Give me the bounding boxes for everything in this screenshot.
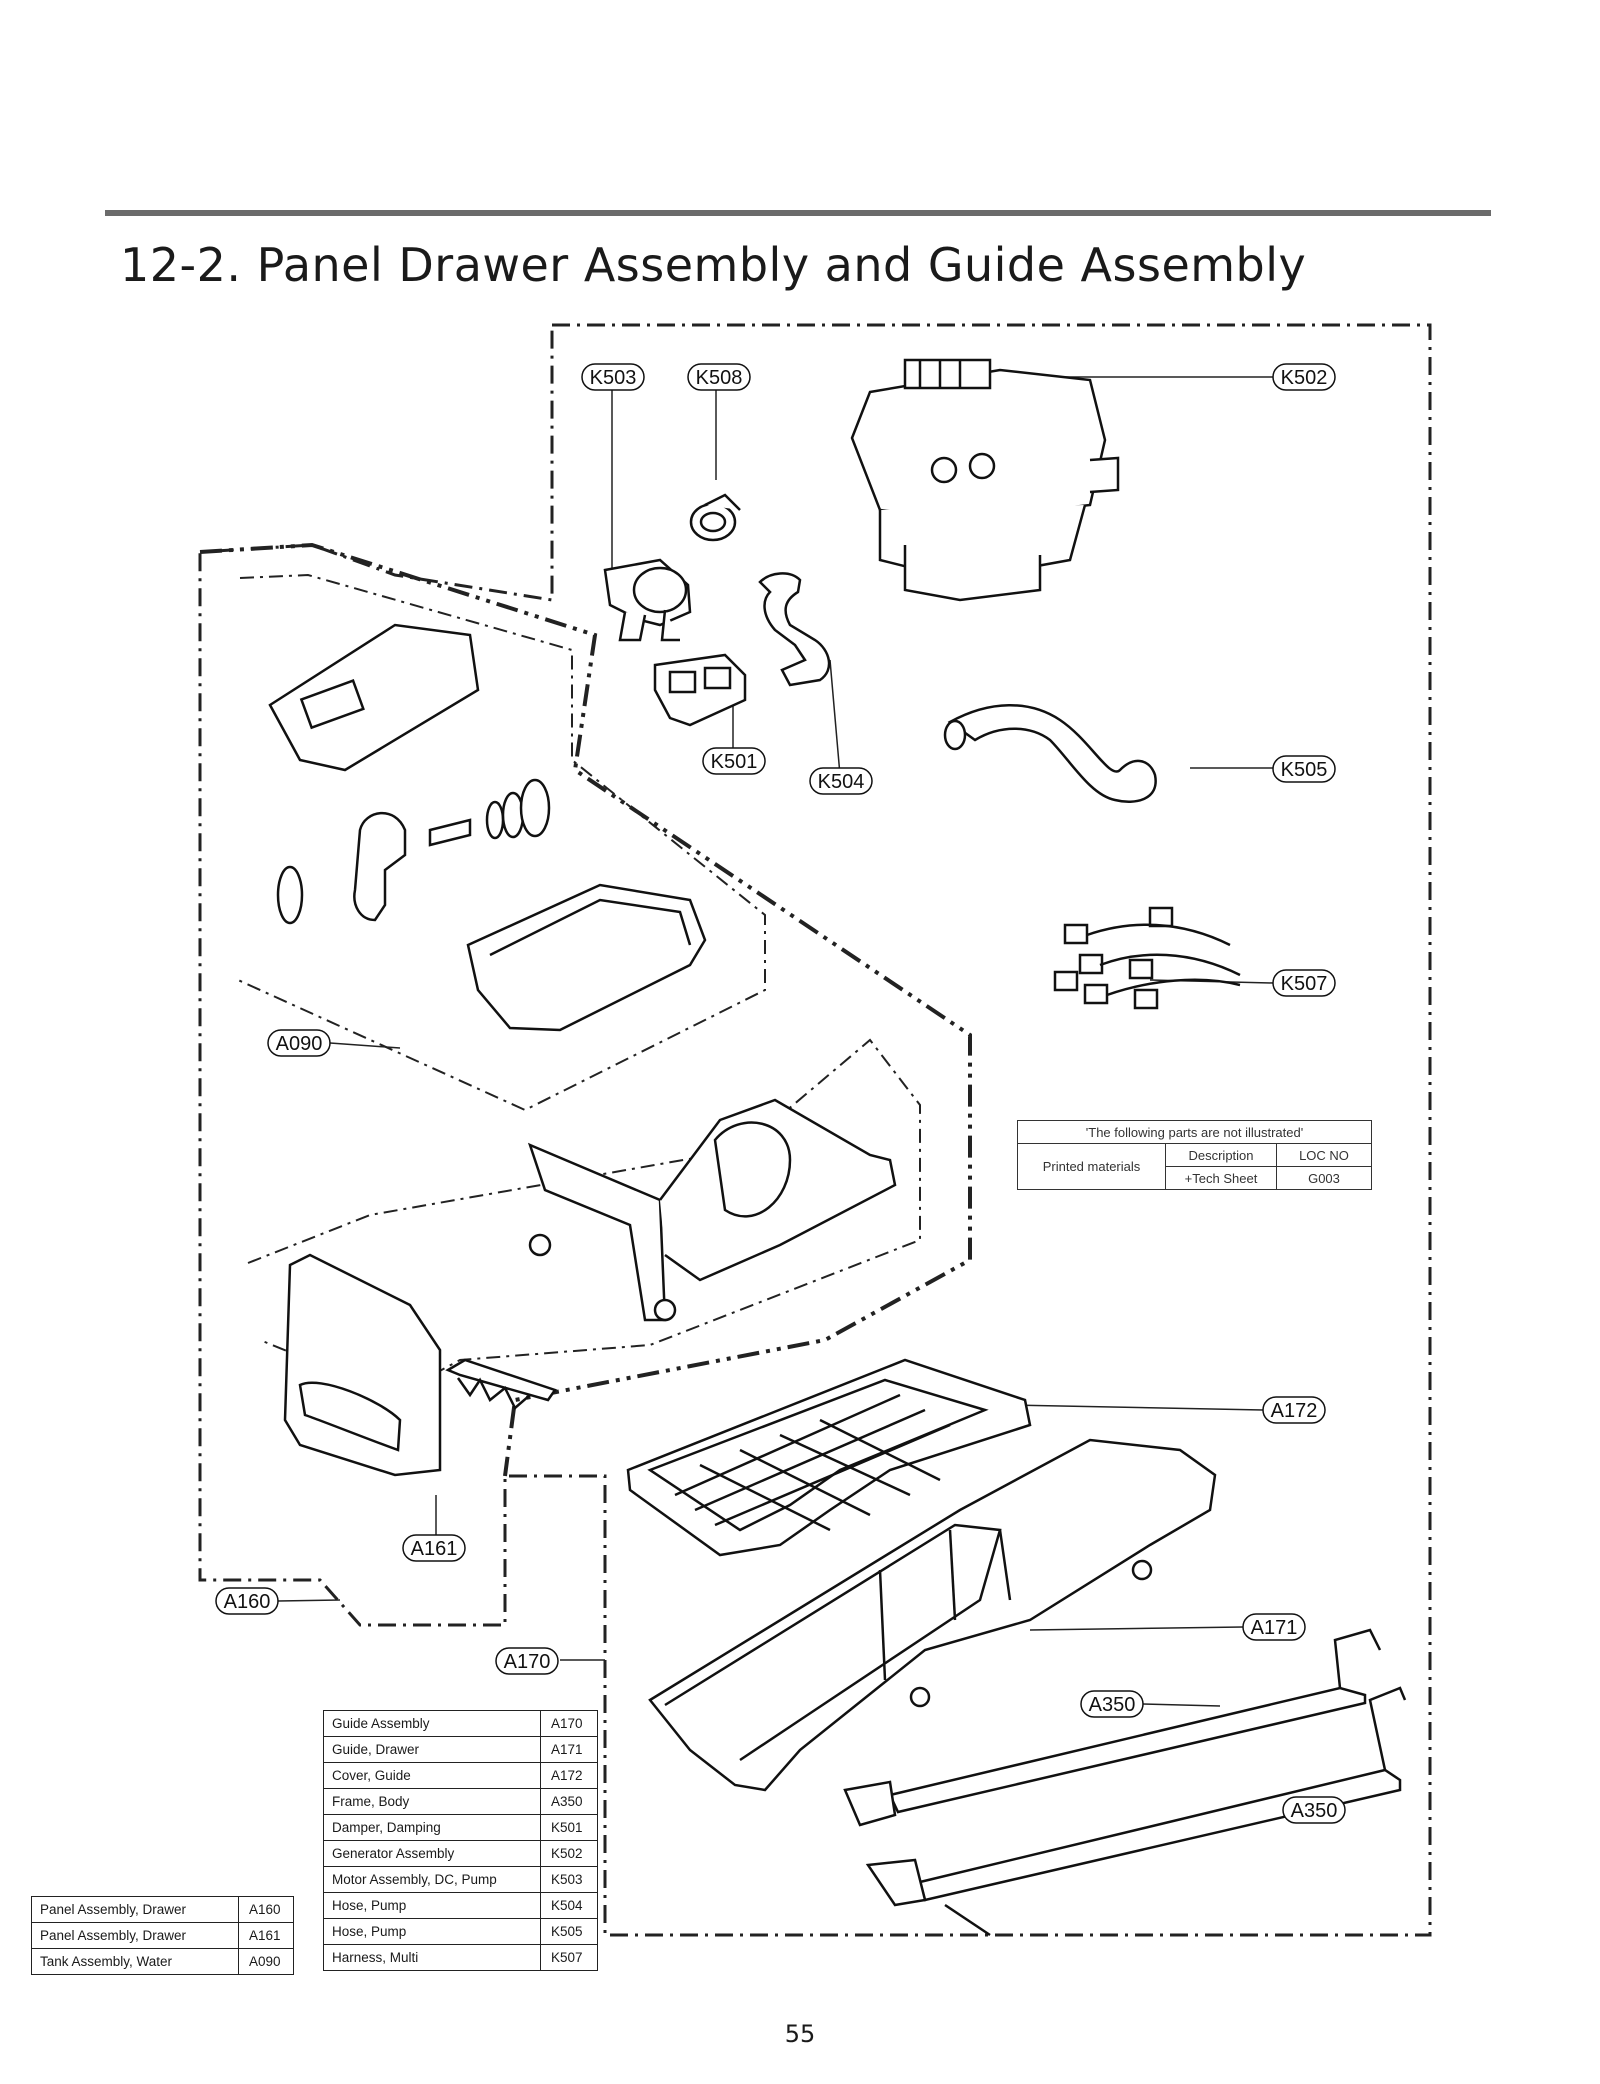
note-category: Printed materials [1017,1143,1166,1190]
frame-body-drawing [843,1628,1407,1937]
callout-k508-oval [687,363,751,391]
drawer-body-drawing [527,1098,897,1322]
water-tank-drawing [268,623,707,1032]
callout-k507: K507 [1281,973,1328,995]
hose-k504-drawing [758,572,831,687]
callout-k504: K504 [818,771,865,793]
guide-cover-drawing [626,1358,1032,1557]
clamp-drawing [689,493,741,542]
callout-a350-upper: A350 [1089,1694,1136,1716]
boundary-generator-group [198,323,1432,1937]
callout-a172: A172 [1271,1400,1318,1422]
guide-drawer-drawing [648,1438,1217,1792]
page-number: 55 [784,2020,816,2048]
page-title: 12-2. Panel Drawer Assembly and Guide As… [120,238,1307,292]
callout-a350-lower: A350 [1291,1800,1338,1822]
callout-a161: A161 [411,1538,458,1560]
callout-k501: K501 [711,751,758,773]
drawer-frame-drawing [445,1358,557,1410]
note-col-description: Description [1165,1143,1277,1167]
callout-a172-oval [1262,1396,1326,1424]
callout-k503: K503 [590,367,637,389]
callout-a350-lower-oval [1282,1796,1346,1824]
drawer-panel-drawing [283,1253,442,1477]
callout-k505-oval [1272,755,1336,783]
callout-a090-oval [267,1029,331,1057]
boundary-water-tank [237,573,766,1112]
not-illustrated-table: 'The following parts are not illustrated… [1017,1120,1372,1190]
harness-drawing [1053,906,1241,1010]
callout-a350-upper-oval [1080,1690,1144,1718]
callout-k504-oval [809,767,873,795]
callout-a171-oval [1242,1613,1306,1641]
generator-assembly-drawing [850,358,1120,602]
callout-k503-oval [581,363,645,391]
callout-k502-oval [1272,363,1336,391]
header-rule [105,210,1491,216]
note-header: 'The following parts are not illustrated… [1017,1120,1372,1144]
callout-k501-oval [702,747,766,775]
callout-a160: A160 [224,1591,271,1613]
callout-k502: K502 [1281,367,1328,389]
damper-drawing [653,653,747,727]
callout-k505: K505 [1281,759,1328,781]
callout-a171: A171 [1251,1617,1298,1639]
note-col-loc: LOC NO [1276,1143,1372,1167]
callout-a161-oval [402,1534,466,1562]
pump-motor-drawing [603,558,692,642]
callout-a160-oval [215,1587,279,1615]
note-row-description: +Tech Sheet [1165,1166,1277,1190]
hose-k505-drawing [943,704,1157,803]
callout-a170-oval [495,1647,559,1675]
note-row-loc: G003 [1276,1166,1372,1190]
callout-a170: A170 [504,1651,551,1673]
boundary-panel-drawer [199,542,972,1477]
callout-k508: K508 [696,367,743,389]
callout-k507-oval [1272,969,1336,997]
callout-a090: A090 [276,1033,323,1055]
